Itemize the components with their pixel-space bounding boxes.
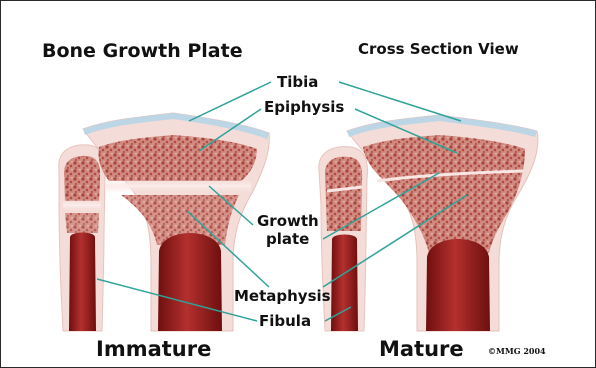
tibia-leader-left (189, 82, 271, 121)
panel-label-immature: Immature (96, 339, 211, 360)
panel-label-mature: Mature (379, 339, 464, 360)
label-plate: plate (266, 232, 309, 247)
view-label: Cross Section View (358, 42, 519, 57)
immature-fibula (59, 145, 106, 331)
label-growth: Growth (257, 214, 319, 229)
diagram-title: Bone Growth Plate (42, 42, 243, 61)
label-metaphysis: Metaphysis (234, 289, 331, 304)
label-fibula: Fibula (259, 314, 311, 329)
copyright-notice: ©MMG 2004 (488, 347, 546, 355)
label-epiphysis: Epiphysis (264, 100, 344, 115)
label-tibia: Tibia (277, 75, 318, 90)
tibia-leader-right (339, 82, 461, 121)
